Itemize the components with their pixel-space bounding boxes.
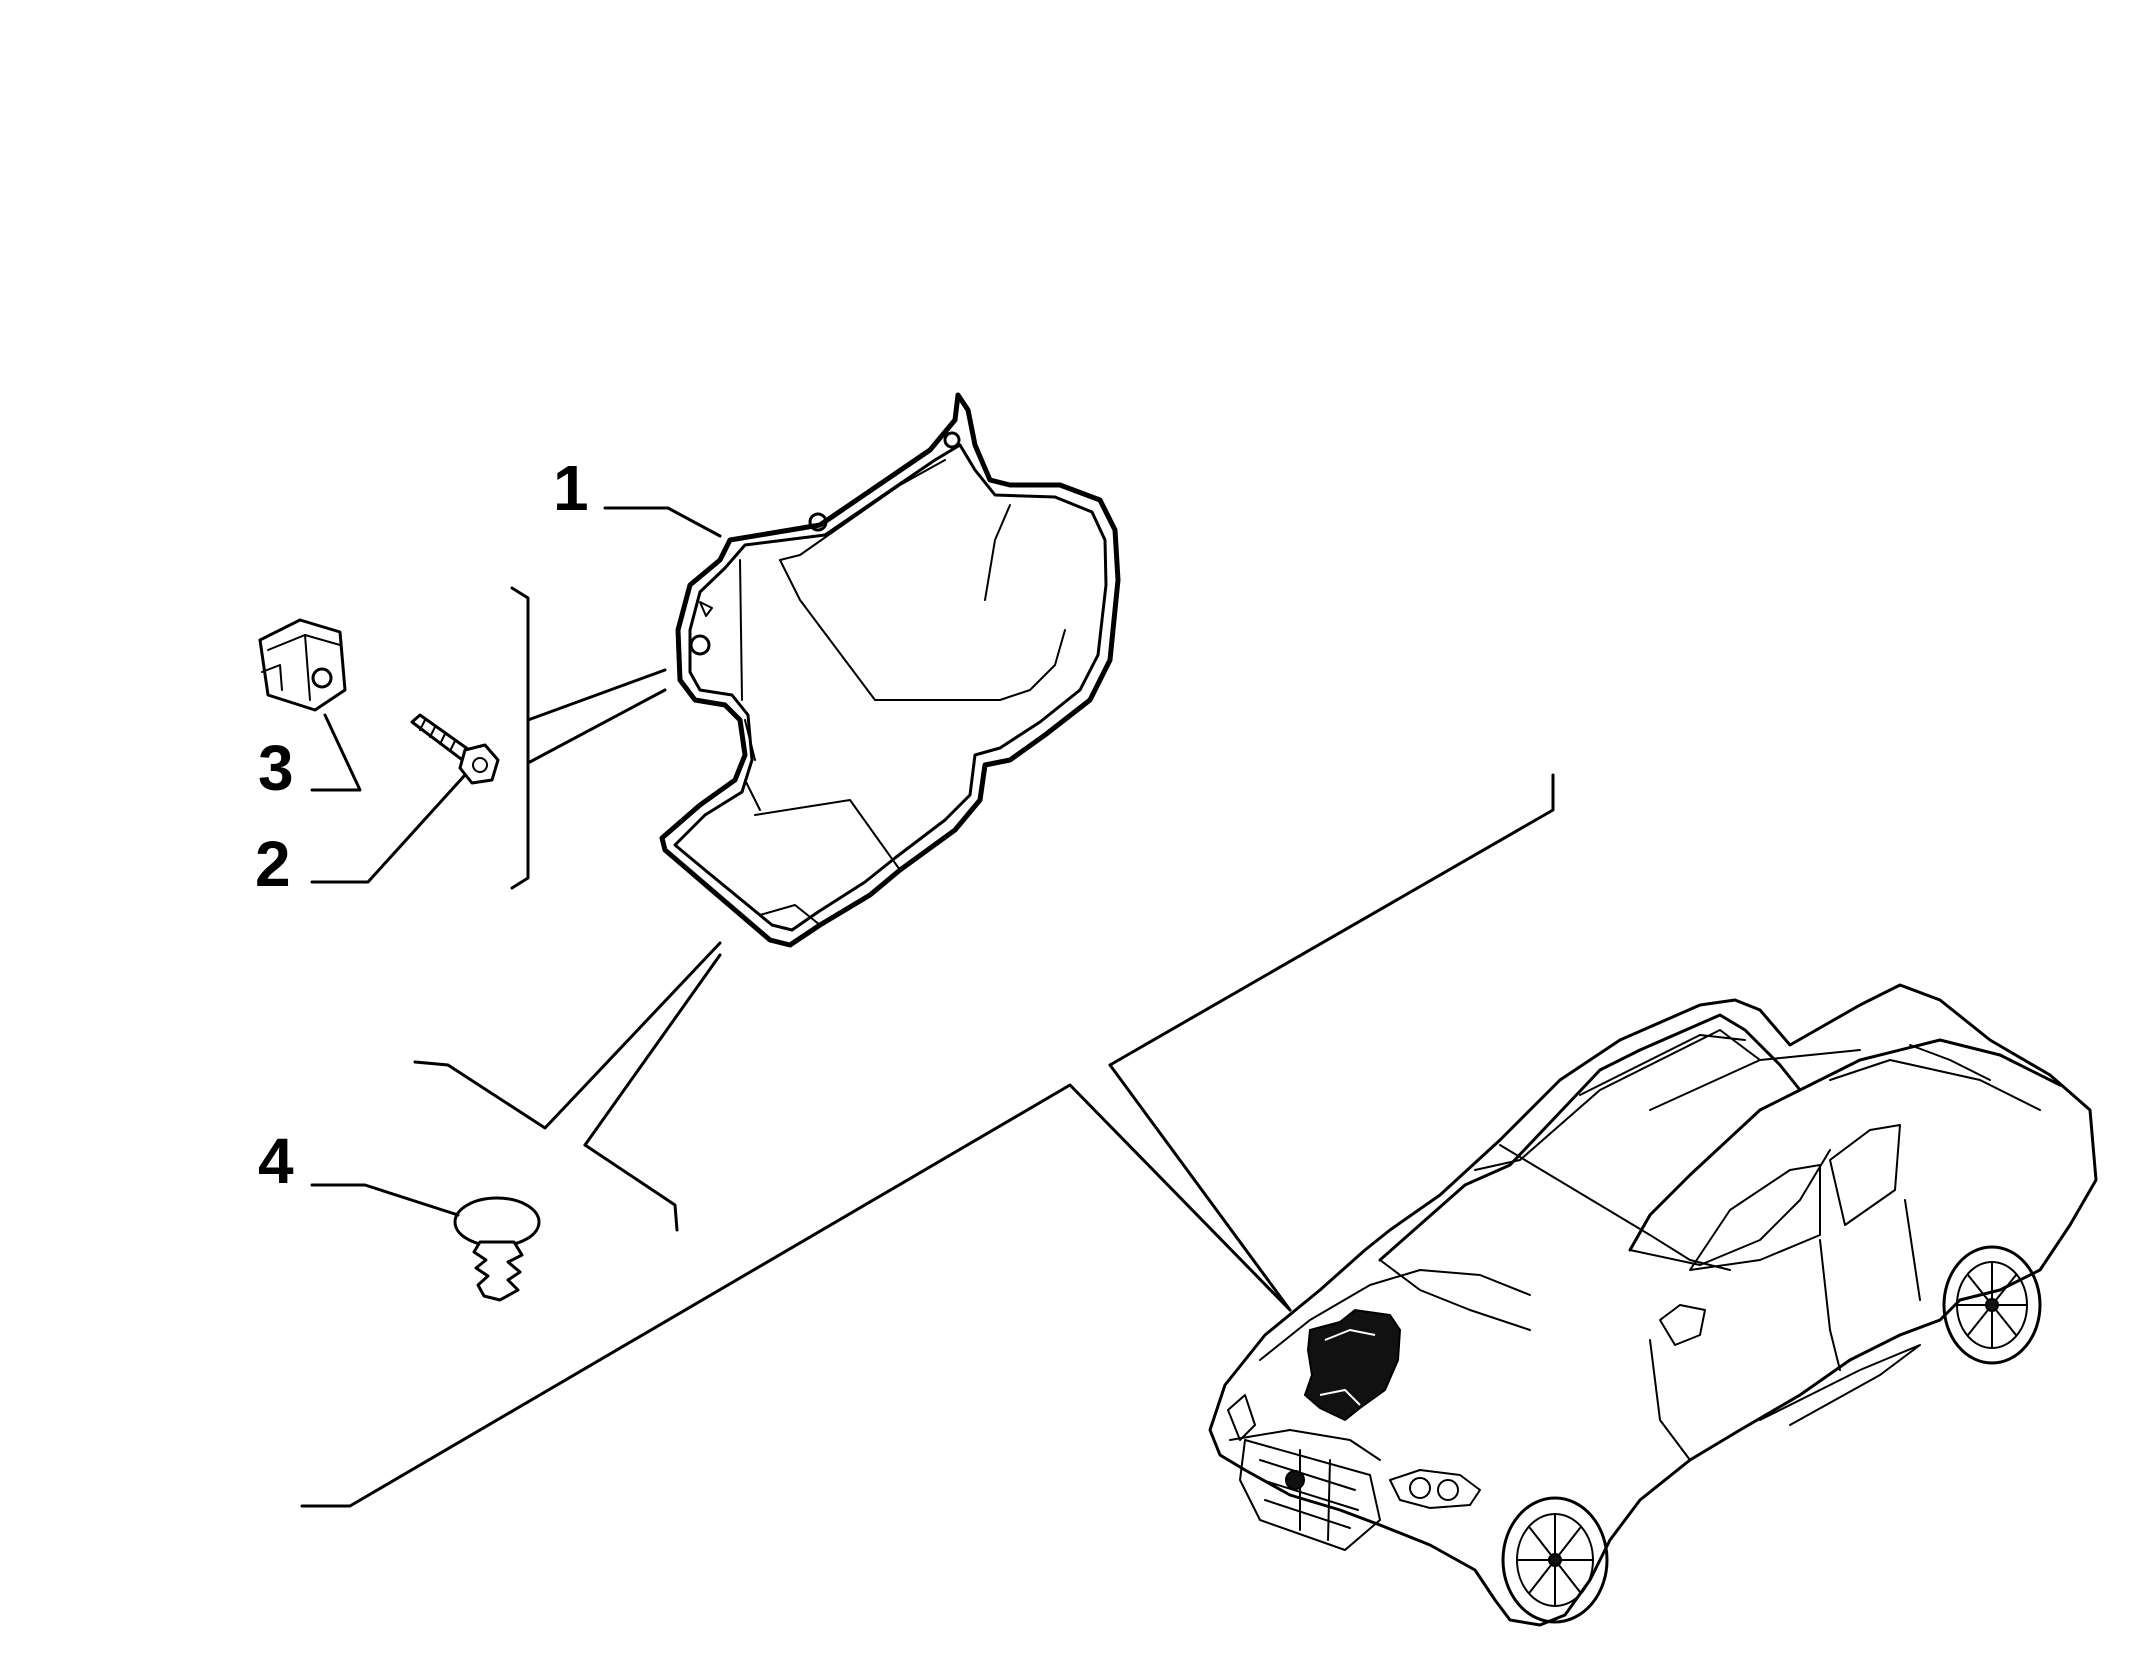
push-rivet-icon[interactable] <box>453 1196 541 1302</box>
part-label-1: 1 <box>553 452 589 524</box>
part-label-2: 2 <box>255 828 291 900</box>
pickup-truck-icon <box>1208 983 2098 1627</box>
clip-nut-icon[interactable] <box>258 618 347 712</box>
part-label-3: 3 <box>258 732 294 804</box>
part-label-4: 4 <box>258 1125 294 1197</box>
leader-lines <box>300 506 1555 1508</box>
wheel-arch-shield-icon[interactable] <box>659 392 1121 948</box>
screw-icon[interactable] <box>410 713 500 785</box>
